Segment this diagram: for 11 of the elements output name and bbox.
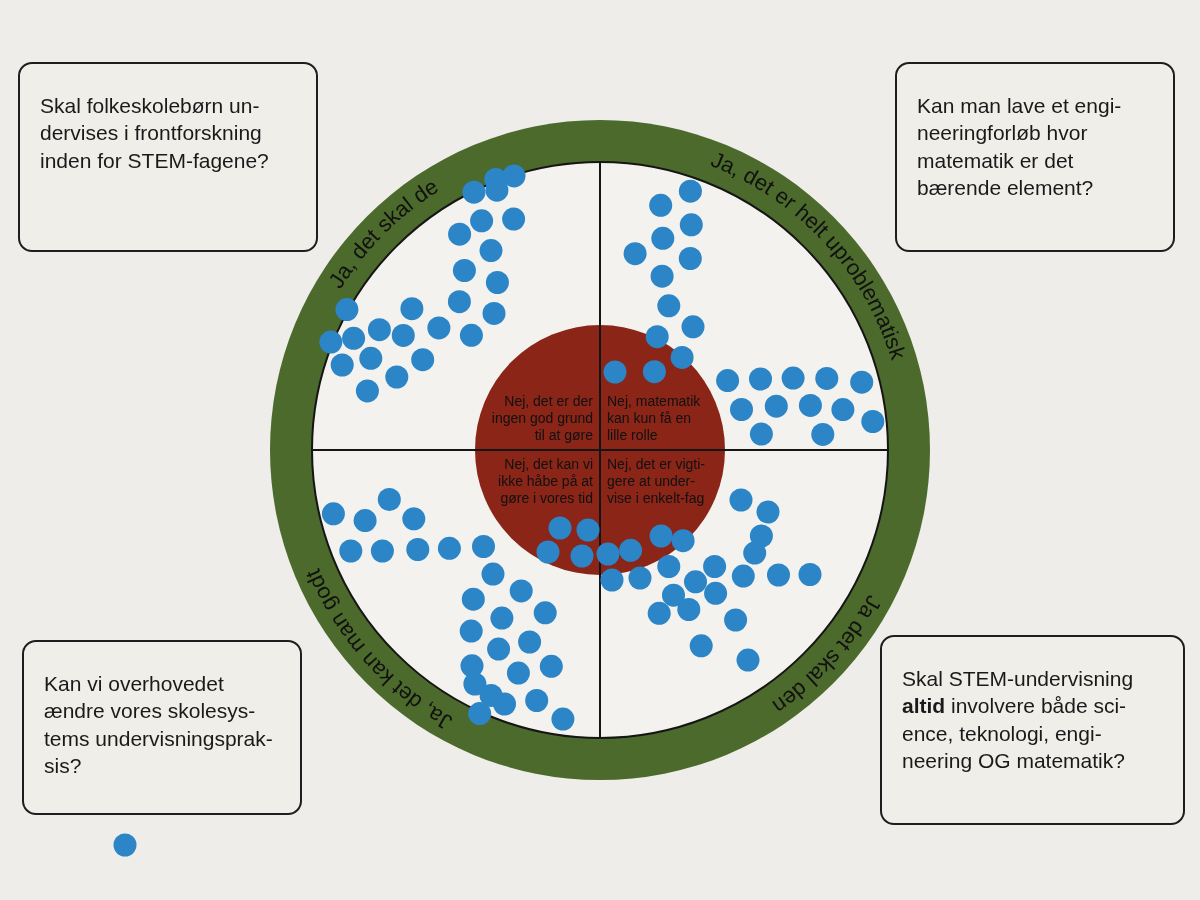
question-text: Kan man lave et engi- neeringforløb hvor matematik er det bærende element?	[917, 93, 1123, 201]
no-answer-text: Nej, det kan vi ikke håbe på at gøre i vores tid	[497, 456, 593, 507]
question-card	[18, 62, 318, 252]
question-text: Skal STEM-undervisning altid involvere både sci- ence, teknologi, engi- neering OG matematik?	[902, 666, 1135, 774]
no-answer-text: Nej, det er der ingen god grund til at gøre	[490, 393, 593, 444]
question-text: Skal folkeskolebørn un- dervises i frontforskning inden for STEM-fagene?	[40, 93, 270, 174]
question-card	[22, 640, 302, 815]
no-answer-text: Nej, det er vigti- gere at under- vise i enkelt-fag	[607, 456, 707, 507]
question-text: Kan vi overhovedet ændre vores skolesys- tems undervisningsprak- sis?	[44, 671, 274, 779]
question-card	[880, 635, 1185, 825]
no-answer-text: Nej, matematik kan kun få en lille rolle	[607, 393, 702, 444]
